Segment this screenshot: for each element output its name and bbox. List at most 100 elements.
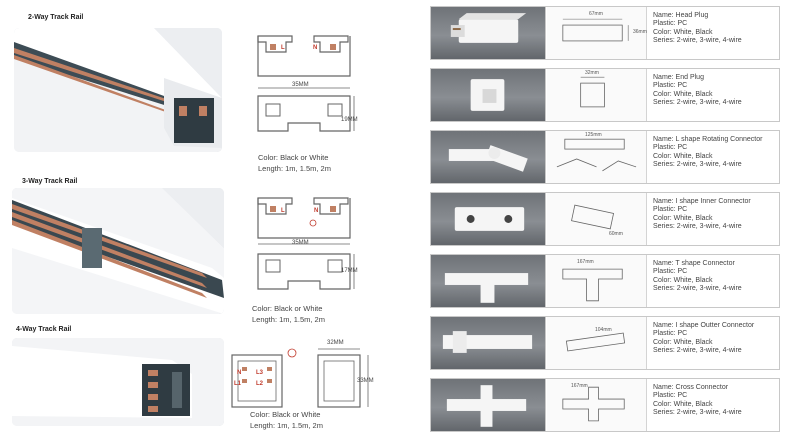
label-l1-4way: L1 bbox=[234, 381, 242, 387]
connector-plastic: Plastic: PC bbox=[653, 268, 688, 276]
rail-color-2way: Color: Black or White bbox=[258, 153, 329, 162]
rail-spec-4way: Color: Black or White Length: 1m, 1.5m, … bbox=[250, 409, 323, 431]
dim-a: 104mm bbox=[595, 327, 612, 333]
rail-2way-illustration bbox=[14, 28, 222, 152]
connector-drawing: 167mm bbox=[547, 255, 647, 307]
label-l-3way: L bbox=[281, 208, 285, 214]
width-dim-3way: 35MM bbox=[292, 240, 309, 246]
head-plug-illustration bbox=[450, 13, 527, 43]
connector-series: Series: 2-wire, 3-wire, 4-wire bbox=[653, 409, 742, 417]
connector-series: Series: 2-wire, 3-wire, 4-wire bbox=[653, 99, 742, 107]
connector-plastic: Plastic: PC bbox=[653, 20, 688, 28]
rail-title-2way: 2-Way Track Rail bbox=[28, 14, 84, 21]
cross-illustration bbox=[446, 385, 527, 427]
connector-row-cross: 167mm Name: Cross Connector Plastic: PC … bbox=[430, 378, 780, 432]
rail-length-2way: Length: 1m, 1.5m, 2m bbox=[258, 164, 331, 173]
rail-spec-3way: Color: Black or White Length: 1m, 1.5m, … bbox=[252, 303, 325, 325]
rail-3way-illustration bbox=[12, 188, 224, 314]
connector-info: Name: I shape Inner Connector Plastic: P… bbox=[653, 198, 778, 232]
connector-drawing: 104mm bbox=[547, 317, 647, 369]
label-l2-4way: L2 bbox=[256, 381, 264, 387]
rail-length-3way: Length: 1m, 1.5m, 2m bbox=[252, 315, 325, 324]
rail-profile-3way bbox=[250, 192, 360, 297]
connector-drawing: 60mm bbox=[547, 193, 647, 245]
connector-series: Series: 2-wire, 3-wire, 4-wire bbox=[653, 161, 742, 169]
connector-photo bbox=[431, 317, 546, 369]
connector-series: Series: 2-wire, 3-wire, 4-wire bbox=[653, 37, 742, 45]
connector-row-t-shape: 167mm Name: T shape Connector Plastic: P… bbox=[430, 254, 780, 308]
connector-series: Series: 2-wire, 3-wire, 4-wire bbox=[653, 223, 742, 231]
height-dim-3way: 17MM bbox=[341, 268, 358, 274]
connector-photo bbox=[431, 193, 546, 245]
connector-plastic: Plastic: PC bbox=[653, 82, 688, 90]
height-dim-2way: 19MM bbox=[341, 117, 358, 123]
connector-plastic: Plastic: PC bbox=[653, 330, 688, 338]
t-shape-illustration bbox=[444, 273, 529, 303]
connector-row-i-inner: 60mm Name: I shape Inner Connector Plast… bbox=[430, 192, 780, 246]
width-dim-4way: 32MM bbox=[327, 340, 344, 346]
rail-color-3way: Color: Black or White bbox=[252, 304, 323, 313]
connector-name: Name: L shape Rotating Connector bbox=[653, 136, 763, 143]
connector-drawing: 32mm bbox=[547, 69, 647, 121]
connector-plastic: Plastic: PC bbox=[653, 392, 688, 400]
l-rotating-illustration bbox=[448, 145, 528, 172]
connector-row-l-rotating: 125mm Name: L shape Rotating Connector P… bbox=[430, 130, 780, 184]
dim-a: 32mm bbox=[585, 70, 599, 76]
connector-row-i-outter: 104mm Name: I shape Outter Connector Pla… bbox=[430, 316, 780, 370]
connector-color: Color: White, Black bbox=[653, 276, 713, 284]
i-inner-illustration bbox=[454, 207, 525, 231]
connector-color: Color: White, Black bbox=[653, 214, 713, 222]
connector-plastic: Plastic: PC bbox=[653, 206, 688, 214]
connector-info: Name: Head Plug Plastic: PC Color: White… bbox=[653, 12, 778, 46]
dim-a: 167mm bbox=[571, 383, 588, 389]
connector-photo bbox=[431, 379, 546, 431]
dim-a: 167mm bbox=[577, 259, 594, 265]
connector-info: Name: End Plug Plastic: PC Color: White,… bbox=[653, 74, 778, 108]
connector-color: Color: White, Black bbox=[653, 90, 713, 98]
label-l: L bbox=[281, 45, 285, 51]
rail-photo-2way bbox=[14, 28, 222, 152]
connector-color: Color: White, Black bbox=[653, 28, 713, 36]
connector-name: Name: T shape Connector bbox=[653, 260, 735, 267]
connector-name: Name: Head Plug bbox=[653, 12, 709, 19]
connector-drawing: 167mm bbox=[547, 379, 647, 431]
label-n-4way: N bbox=[237, 370, 242, 376]
dim-a: 125mm bbox=[585, 132, 602, 138]
rail-spec-2way: Color: Black or White Length: 1m, 1.5m, … bbox=[258, 152, 331, 174]
connector-info: Name: I shape Outter Connector Plastic: … bbox=[653, 322, 778, 356]
connector-name: Name: I shape Inner Connector bbox=[653, 198, 751, 205]
label-l3-4way: L3 bbox=[256, 370, 264, 376]
rail-4way-illustration bbox=[12, 338, 224, 426]
connector-info: Name: Cross Connector Plastic: PC Color:… bbox=[653, 384, 778, 418]
dim-b: 36mm bbox=[633, 29, 647, 35]
connector-row-head-plug: 67mm 36mm Name: Head Plug Plastic: PC Co… bbox=[430, 6, 780, 60]
dim-a: 60mm bbox=[609, 231, 623, 237]
connector-color: Color: White, Black bbox=[653, 338, 713, 346]
connector-name: Name: I shape Outter Connector bbox=[653, 322, 755, 329]
connector-drawing: 67mm 36mm bbox=[547, 7, 647, 59]
connector-series: Series: 2-wire, 3-wire, 4-wire bbox=[653, 347, 742, 355]
connector-series: Series: 2-wire, 3-wire, 4-wire bbox=[653, 285, 742, 293]
i-outter-illustration bbox=[442, 331, 533, 353]
end-plug-illustration bbox=[470, 79, 505, 111]
width-dim-2way: 35MM bbox=[292, 82, 309, 88]
connector-photo bbox=[431, 131, 546, 183]
rail-title-4way: 4-Way Track Rail bbox=[16, 326, 72, 333]
label-n: N bbox=[313, 45, 318, 51]
connector-photo bbox=[431, 255, 546, 307]
rail-photo-4way bbox=[12, 338, 224, 426]
rail-photo-3way bbox=[12, 188, 224, 314]
rail-profile-4way bbox=[228, 345, 384, 413]
connector-plastic: Plastic: PC bbox=[653, 144, 688, 152]
dim-a: 67mm bbox=[589, 11, 603, 17]
connector-drawing: 125mm bbox=[547, 131, 647, 183]
connector-photo bbox=[431, 69, 546, 121]
label-n-3way: N bbox=[314, 208, 319, 214]
rail-title-3way: 3-Way Track Rail bbox=[22, 178, 78, 185]
rail-length-4way: Length: 1m, 1.5m, 2m bbox=[250, 421, 323, 430]
connector-name: Name: End Plug bbox=[653, 74, 704, 81]
connector-photo bbox=[431, 7, 546, 59]
height-dim-4way: 33MM bbox=[357, 378, 374, 384]
connector-info: Name: L shape Rotating Connector Plastic… bbox=[653, 136, 778, 170]
connector-row-end-plug: 32mm Name: End Plug Plastic: PC Color: W… bbox=[430, 68, 780, 122]
